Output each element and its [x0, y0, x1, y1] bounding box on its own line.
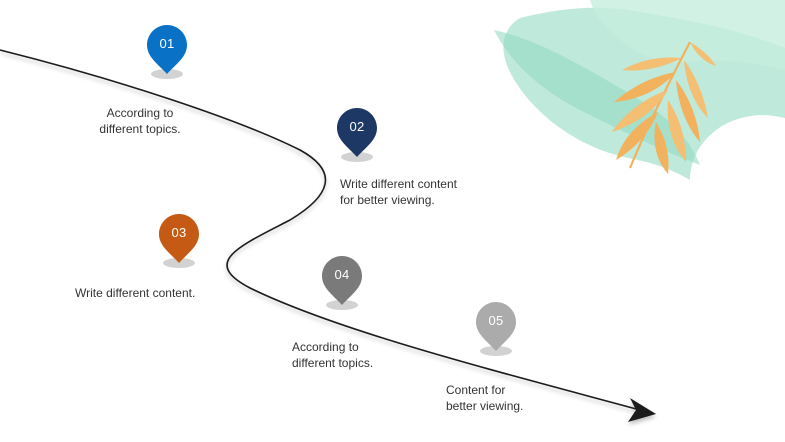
- map-pin-icon: [147, 25, 187, 74]
- milestone-number: 04: [334, 267, 350, 282]
- caption-line: different topics.: [99, 122, 181, 136]
- timeline-path: [0, 49, 656, 422]
- caption-line: Write different content: [340, 177, 457, 191]
- milestone-pin-03: 03: [158, 213, 200, 271]
- brush-stroke-light: [590, 0, 785, 70]
- caption-line: for better viewing.: [340, 193, 435, 207]
- milestone-number: 02: [349, 119, 365, 134]
- milestone-number: 05: [488, 313, 504, 328]
- map-pin-icon: [159, 214, 199, 263]
- milestone-caption-04: According to different topics.: [292, 339, 373, 371]
- brush-stroke-streak: [494, 30, 700, 165]
- timeline-curve: [0, 49, 641, 411]
- caption-line: Content for: [446, 383, 506, 397]
- milestone-pin-04: 04: [321, 255, 363, 313]
- milestone-caption-02: Write different content for better viewi…: [340, 176, 457, 208]
- palm-leaf-icon: [612, 41, 716, 174]
- caption-line: According to: [292, 340, 359, 354]
- milestone-caption-05: Content for better viewing.: [446, 382, 523, 414]
- map-pin-icon: [337, 108, 377, 157]
- milestone-pin-01: 01: [146, 24, 188, 82]
- milestone-caption-03: Write different content.: [75, 285, 195, 301]
- map-pin-icon: [322, 256, 362, 305]
- map-pin-icon: [476, 302, 516, 351]
- caption-line: different topics.: [292, 356, 374, 370]
- caption-line: Write different content.: [75, 286, 196, 300]
- milestone-number: 01: [159, 36, 175, 51]
- caption-line: better viewing.: [446, 399, 524, 413]
- caption-line: According to: [106, 106, 174, 120]
- milestone-caption-01: According to different topics.: [80, 105, 200, 137]
- milestone-pin-05: 05: [475, 301, 517, 359]
- milestone-number: 03: [171, 225, 187, 240]
- milestone-pin-02: 02: [336, 107, 378, 165]
- arrowhead-icon: [628, 398, 656, 422]
